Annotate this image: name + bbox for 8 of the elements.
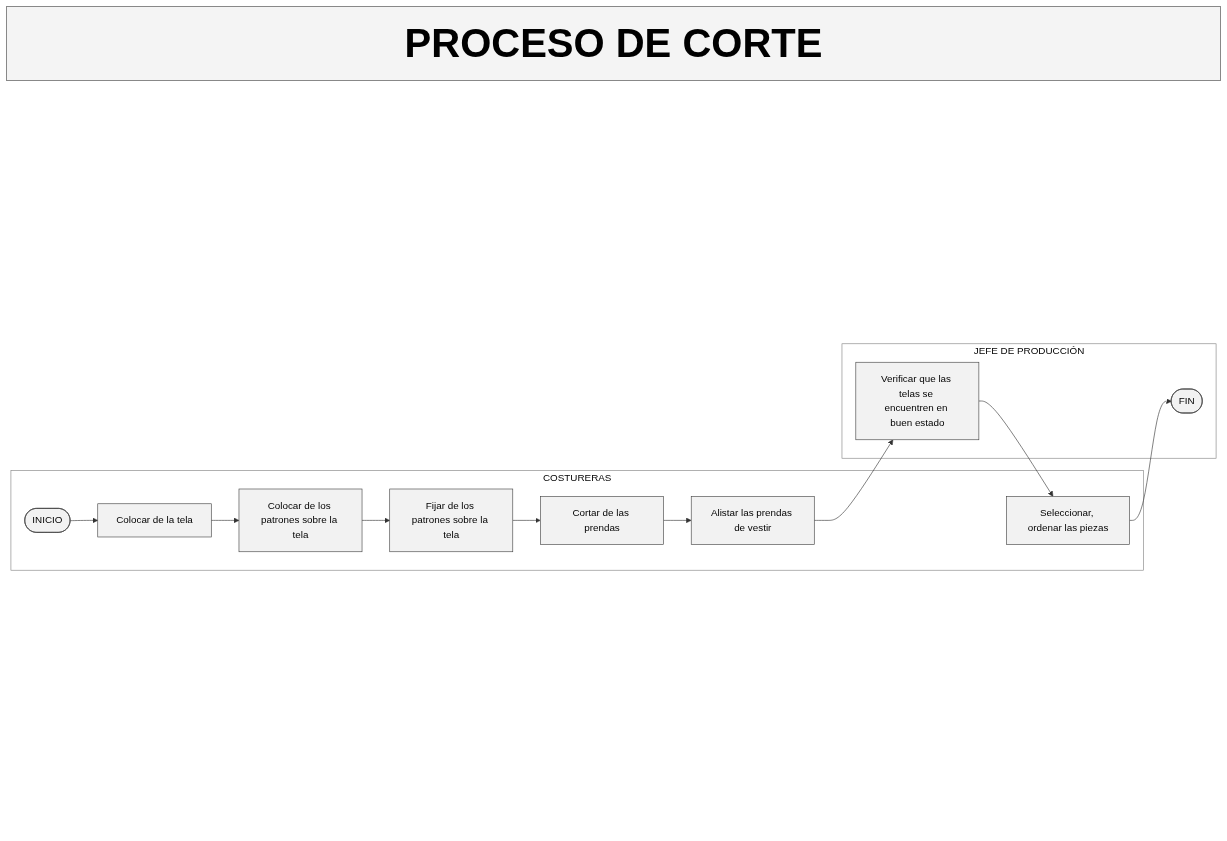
node-box: Cortar de las prendas	[540, 496, 664, 545]
diagram-title: PROCESO DE CORTE	[6, 6, 1221, 81]
node-box: Colocar de la tela	[97, 503, 212, 538]
node-box: Verificar que las telas se encuentren en buen estado	[855, 361, 980, 441]
node-box: Seleccionar, ordenar las piezas	[1006, 496, 1130, 545]
node-box: Colocar de los patrones sobre la tela	[238, 488, 363, 553]
node-box: Alistar las prendas de vestir	[690, 496, 815, 545]
node-box: Fijar de los patrones sobre la tela	[389, 488, 514, 553]
